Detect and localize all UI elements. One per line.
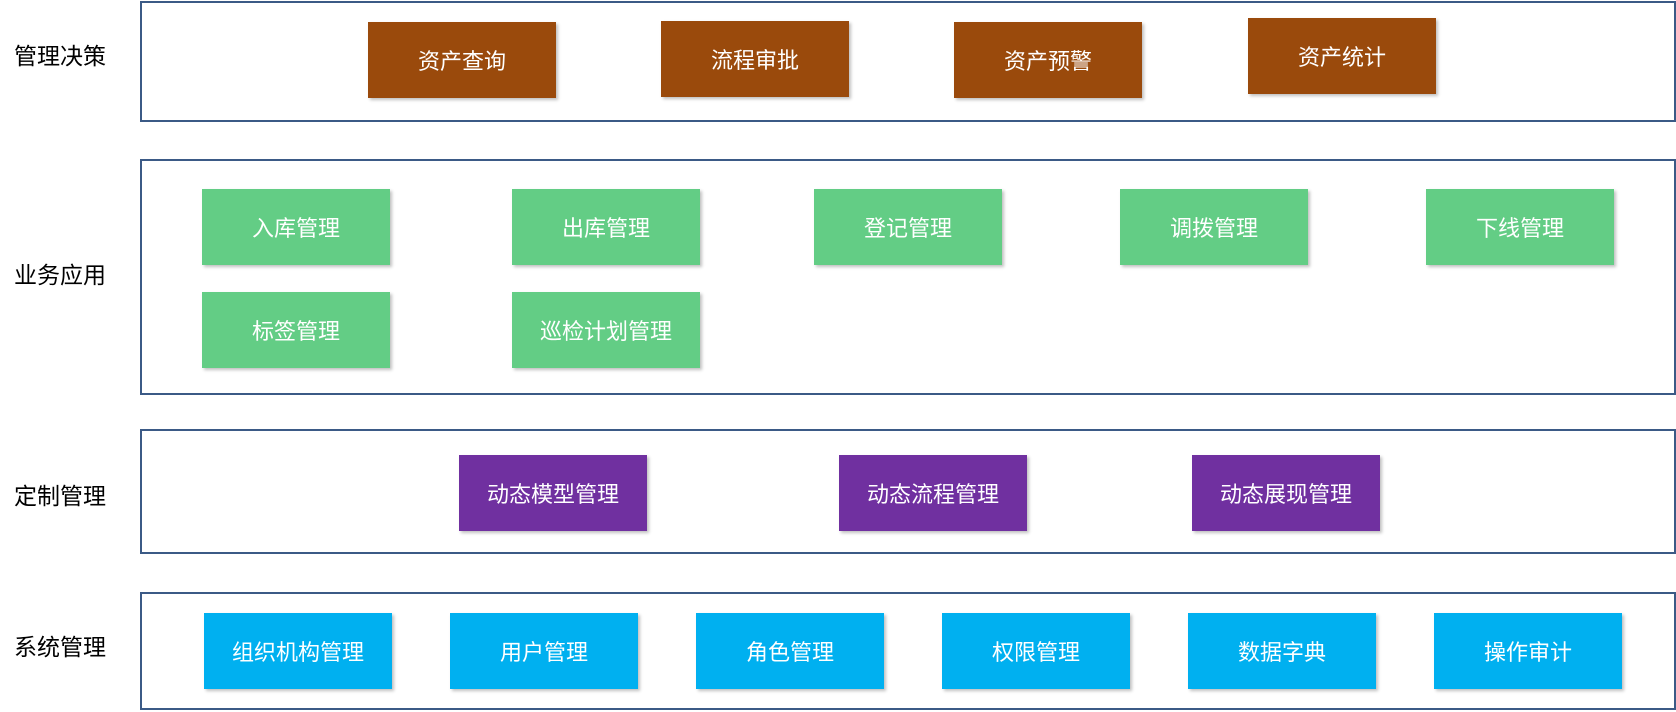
module-data-dictionary[interactable]: 数据字典 — [1188, 613, 1376, 689]
layer-label-decision: 管理决策 — [14, 44, 106, 70]
module-dynamic-display[interactable]: 动态展现管理 — [1192, 455, 1380, 531]
module-user[interactable]: 用户管理 — [450, 613, 638, 689]
module-offline[interactable]: 下线管理 — [1426, 189, 1614, 265]
module-dynamic-process[interactable]: 动态流程管理 — [839, 455, 1027, 531]
layer-label-system: 系统管理 — [14, 635, 106, 661]
module-inbound[interactable]: 入库管理 — [202, 189, 390, 265]
module-asset-alert[interactable]: 资产预警 — [954, 22, 1142, 98]
module-operation-audit[interactable]: 操作审计 — [1434, 613, 1622, 689]
layer-frame-system — [140, 592, 1676, 710]
module-inspection-plan[interactable]: 巡检计划管理 — [512, 292, 700, 368]
layer-label-business: 业务应用 — [14, 263, 106, 289]
module-role[interactable]: 角色管理 — [696, 613, 884, 689]
module-registration[interactable]: 登记管理 — [814, 189, 1002, 265]
module-label[interactable]: 标签管理 — [202, 292, 390, 368]
module-asset-query[interactable]: 资产查询 — [368, 22, 556, 98]
module-outbound[interactable]: 出库管理 — [512, 189, 700, 265]
module-dynamic-model[interactable]: 动态模型管理 — [459, 455, 647, 531]
layer-label-custom: 定制管理 — [14, 484, 106, 510]
module-process-approval[interactable]: 流程审批 — [661, 21, 849, 97]
module-organization[interactable]: 组织机构管理 — [204, 613, 392, 689]
module-asset-statistics[interactable]: 资产统计 — [1248, 18, 1436, 94]
module-permission[interactable]: 权限管理 — [942, 613, 1130, 689]
module-transfer[interactable]: 调拨管理 — [1120, 189, 1308, 265]
